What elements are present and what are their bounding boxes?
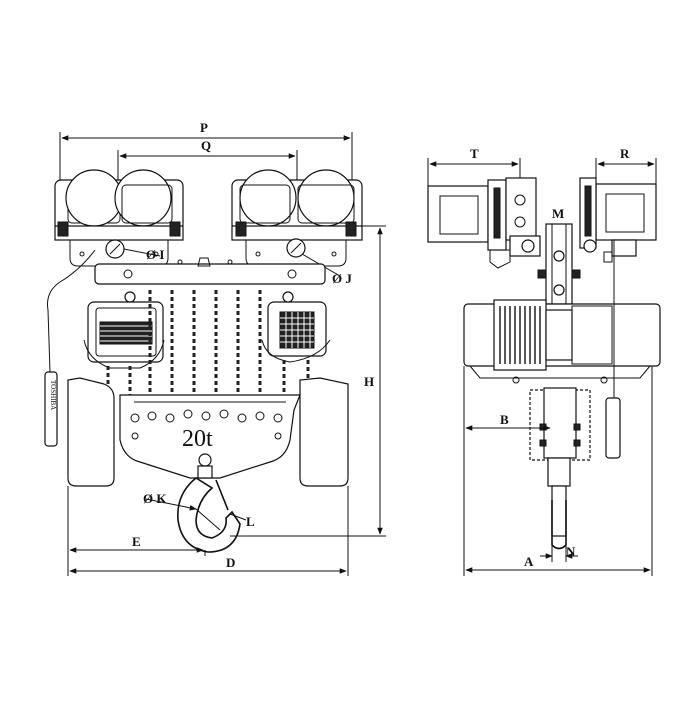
pendant-control [44,371,58,447]
pendant-text: TOSHIBA [49,380,57,410]
hoist-motor-left [83,301,165,369]
pendant-cable [47,249,96,373]
trolley-right [231,169,363,267]
label-t: T [470,146,479,161]
label-p: P [200,120,208,135]
label-n: N [566,544,576,559]
label-i: Ø I [146,247,164,262]
front-view: P Q Ø I [44,120,386,576]
trolley-left [54,169,184,267]
dimension-r: R [595,146,657,186]
dimension-e: E [67,486,206,576]
label-m: M [552,206,564,221]
label-q: Q [201,138,211,153]
side-view: T R [427,146,661,576]
load-chains [106,290,310,395]
suspension-beam [94,263,326,285]
dimension-p: P [59,120,353,182]
label-h: H [364,374,374,389]
hoist-motor-right [261,301,331,363]
side-trolley-left [427,177,541,269]
label-e: E [132,534,141,549]
side-trolley-right [579,177,657,263]
label-a: A [524,554,534,569]
dimension-d: D [69,486,349,576]
label-b: B [500,412,509,427]
label-k: Ø K [143,491,167,506]
label-d: D [226,555,235,570]
side-pendant [605,397,621,459]
label-j: Ø J [332,271,352,286]
chain-bucket-left [67,377,115,487]
side-bottom-block [539,387,581,550]
chain-bucket-right [299,377,349,487]
label-l: L [246,514,255,529]
side-center-column [537,223,581,305]
label-r: R [620,146,630,161]
hook [177,453,241,553]
dimension-n: N [540,544,578,562]
capacity-label: 20t [182,426,213,452]
dimension-b: B [463,366,551,576]
dimension-h: H [230,225,386,537]
bottom-block: 20t [119,394,301,479]
side-hoist-body [463,299,661,384]
dimension-a: A [465,366,653,576]
